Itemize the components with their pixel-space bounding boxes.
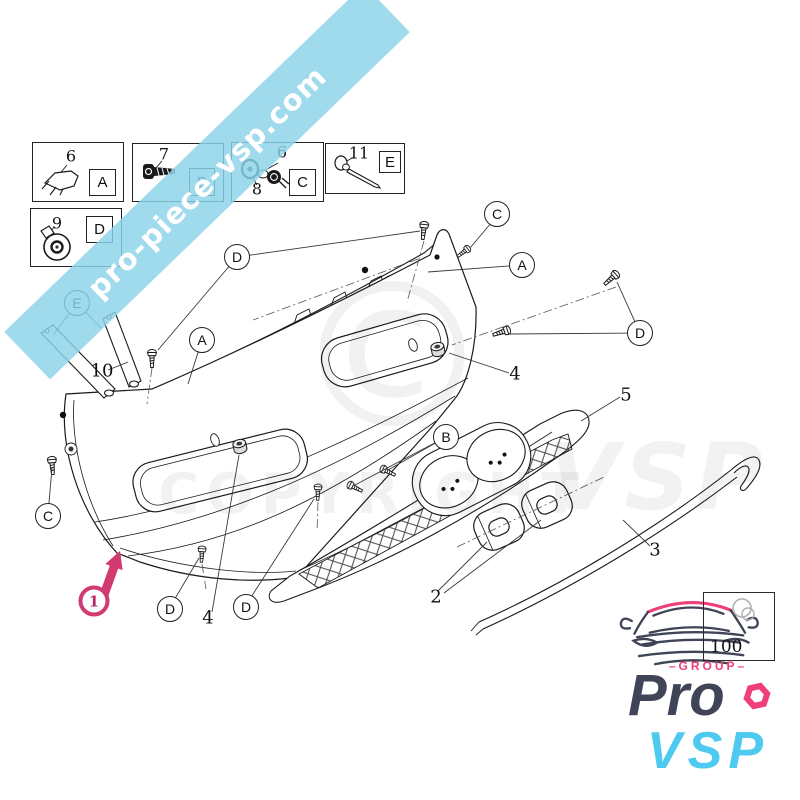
highlighted-part-1-badge: 1 <box>78 585 110 617</box>
part-number: 11 <box>348 143 370 163</box>
part-label-10: 10 <box>90 360 114 382</box>
callout-d-right: D <box>627 320 653 346</box>
part-label-5: 5 <box>620 384 632 406</box>
callout-c-bottomleft: C <box>35 503 61 529</box>
part-100-box: 100 <box>703 592 775 661</box>
part-label-4-bottom: 4 <box>202 607 214 629</box>
legend-box-e: 11 E <box>325 143 405 194</box>
fastener-icons <box>46 220 622 563</box>
legend-letter-c: C <box>289 169 316 196</box>
part-number: 6 <box>65 146 77 166</box>
legend-box-a: 6 A <box>32 142 124 202</box>
logo-group-label: –GROUP– <box>668 659 748 673</box>
provsp-logo: –GROUP– Pro VSP <box>612 585 800 800</box>
part-label-3: 3 <box>649 539 661 561</box>
clip-icon <box>41 164 79 196</box>
logo-pro-text: Pro <box>628 663 725 728</box>
part-label-100: 100 <box>710 637 743 657</box>
axis-lines <box>146 240 617 590</box>
part-label-4-right: 4 <box>509 363 521 385</box>
rear-bumper-shell <box>63 229 477 581</box>
legend-letter-e: E <box>379 151 401 173</box>
logo-vsp-text: VSP <box>646 722 770 780</box>
hex-nut-icon <box>743 682 771 710</box>
trim-strip <box>470 456 761 636</box>
callout-a-right: A <box>509 252 535 278</box>
lower-diffuser <box>268 409 590 603</box>
callout-a-left: A <box>189 327 215 353</box>
callout-c-topright: C <box>484 201 510 227</box>
part-number: 8 <box>251 179 263 199</box>
legend-letter-a: A <box>89 169 116 196</box>
part-number: 7 <box>158 144 170 164</box>
callout-d-bottom-1: D <box>157 596 183 622</box>
part-number: 9 <box>51 213 63 233</box>
callout-d-top: D <box>224 244 250 270</box>
pin-rivet-icon <box>334 155 382 189</box>
part-label-2: 2 <box>430 586 442 608</box>
push-clip-icon <box>40 225 71 261</box>
faded-fastener-sketch-icon <box>732 598 755 621</box>
callout-d-bottom-2: D <box>233 594 259 620</box>
callout-b-center: B <box>433 424 459 450</box>
